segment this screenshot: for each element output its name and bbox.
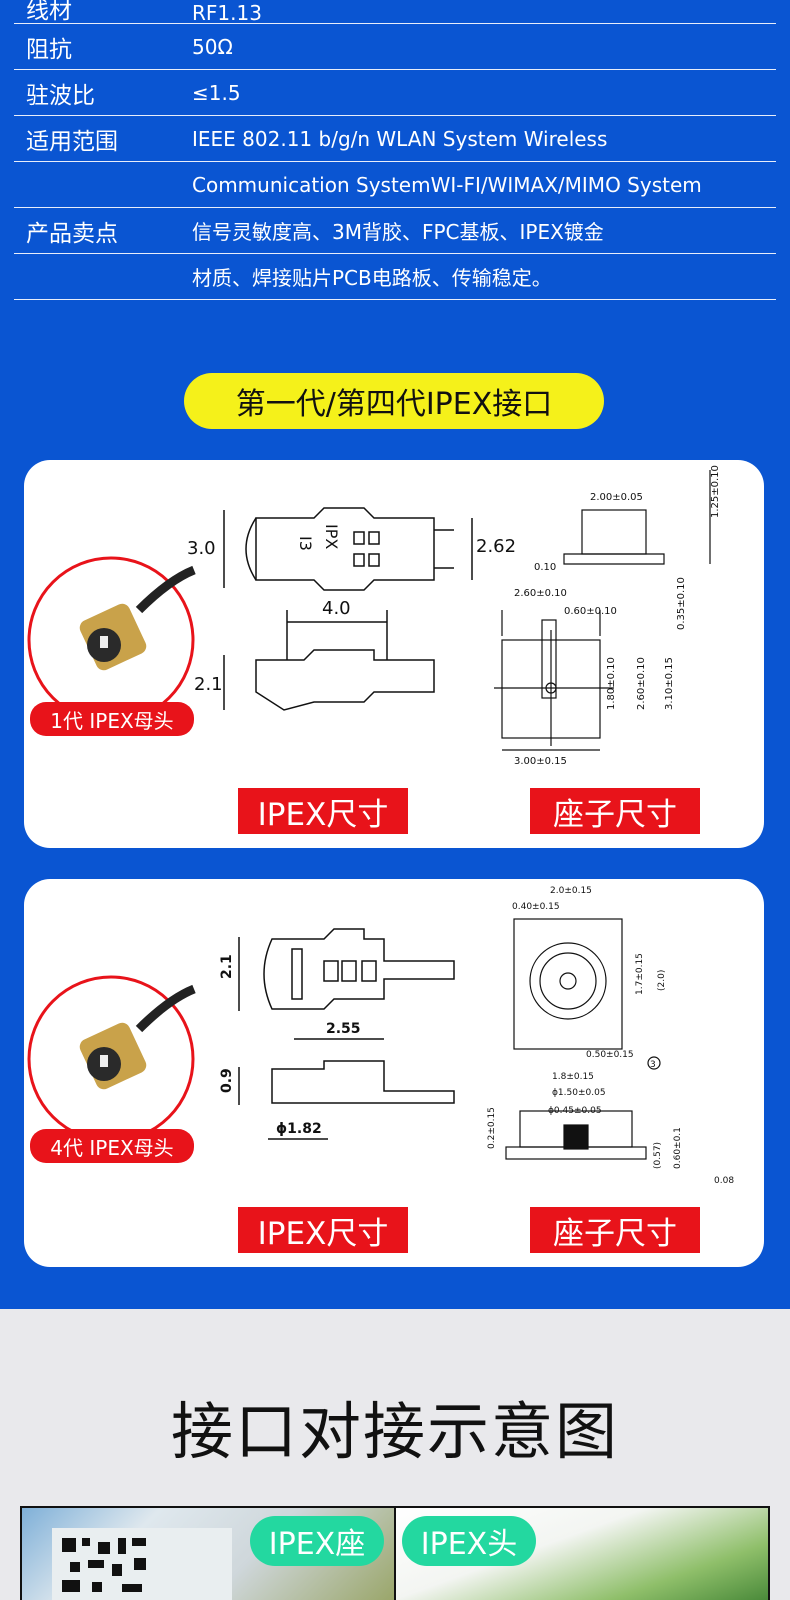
gen1-seat-size-label: 座子尺寸 xyxy=(530,788,700,834)
seat-dim-3: 0.10 xyxy=(534,562,556,573)
gen4-dim-h: 2.1 xyxy=(219,954,235,979)
gen4-seat-dim-7: ϕ1.50±0.05 xyxy=(552,1088,606,1098)
gen4-seat-size-label: 座子尺寸 xyxy=(530,1207,700,1253)
gen1-dim-w: 4.0 xyxy=(322,598,351,619)
spec-table: 线材 RF1.13 阻抗 50Ω 驻波比 ≤1.5 适用范围 IEEE 802.… xyxy=(14,0,776,300)
gen1-badge: 1代 IPEX母头 xyxy=(30,702,194,736)
spec-row: 驻波比 ≤1.5 xyxy=(14,70,776,116)
seat-dim-8: 2.60±0.10 xyxy=(636,657,647,710)
spec-value: ≤1.5 xyxy=(192,80,241,105)
spec-key: 产品卖点 xyxy=(26,220,118,247)
ipex-head-label: IPEX头 xyxy=(402,1516,536,1566)
gen4-seat-dim-9: 0.2±0.15 xyxy=(487,1107,497,1149)
gen4-seat-dim-2: 0.40±0.15 xyxy=(512,902,560,912)
gen4-seat-dim-6: 1.8±0.15 xyxy=(552,1072,594,1082)
interface-section: 接口对接示意图 IPEX座 IPEX头 xyxy=(0,1309,790,1600)
spec-row: 阻抗 50Ω xyxy=(14,24,776,70)
gen1-stamp: IPX xyxy=(322,524,341,549)
gen4-connector-photo xyxy=(27,975,196,1143)
ipex-seat-label: IPEX座 xyxy=(250,1516,384,1566)
gen4-ipex-drawing xyxy=(238,928,455,1140)
spec-row: 适用范围 IEEE 802.11 b/g/n WLAN System Wirel… xyxy=(14,116,776,162)
seat-dim-9: 3.10±0.15 xyxy=(664,657,675,710)
seat-dim-6: 0.35±0.10 xyxy=(676,577,687,630)
gen1-drawings: 3.0 2.62 4.0 2.1 IPX I3 2.00±0.05 1.25±0… xyxy=(27,465,721,767)
gen4-seat-dim-4: (2.0) xyxy=(657,970,667,991)
gen4-dim-d: ϕ1.82 xyxy=(276,1121,322,1137)
section-title-pill: 第一代/第四代IPEX接口 xyxy=(184,373,604,429)
spec-row: 线材 RF1.13 xyxy=(14,0,776,25)
spec-row: 产品卖点 信号灵敏度高、3M背胶、FPC基板、IPEX镀金 xyxy=(14,208,776,254)
gen4-badge: 4代 IPEX母头 xyxy=(30,1129,194,1163)
gen4-seat-dim-11: 0.60±0.1 xyxy=(673,1127,683,1169)
interface-photos: IPEX座 IPEX头 xyxy=(20,1506,770,1600)
spec-value: 材质、焊接贴片PCB电路板、传输稳定。 xyxy=(192,266,552,290)
gen1-dim-h: 3.0 xyxy=(187,538,216,559)
spec-row: Communication SystemWI-FI/WIMAX/MIMO Sys… xyxy=(14,162,776,208)
gen1-ipex-drawing xyxy=(223,507,473,711)
seat-dim-1: 2.00±0.05 xyxy=(590,492,643,503)
spec-row: 材质、焊接贴片PCB电路板、传输稳定。 xyxy=(14,254,776,300)
ipex-seat-photo: IPEX座 xyxy=(22,1508,394,1600)
gen4-seat-dim-12: 0.08 xyxy=(714,1176,734,1186)
gen4-seat-dim-5: 0.50±0.15 xyxy=(586,1050,634,1060)
spec-value: IEEE 802.11 b/g/n WLAN System Wireless xyxy=(192,126,608,151)
gen4-card: 2.1 2.55 0.9 ϕ1.82 2.0±0.15 0.40±0.15 1.… xyxy=(24,879,764,1267)
gen4-seat-dim-13: 3 xyxy=(650,1060,656,1070)
seat-dim-5: 0.60±0.10 xyxy=(564,606,617,617)
spec-key: 适用范围 xyxy=(26,128,118,155)
spec-key: 驻波比 xyxy=(26,82,95,109)
seat-dim-4: 2.60±0.10 xyxy=(514,588,567,599)
gen1-connector-photo xyxy=(27,556,196,724)
gen4-dim-h2: 0.9 xyxy=(219,1068,235,1093)
gen4-dim-w: 2.55 xyxy=(326,1021,361,1037)
gen1-dim-h2: 2.62 xyxy=(476,536,516,557)
gen1-ipex-size-label: IPEX尺寸 xyxy=(238,788,408,834)
gen4-seat-dim-3: 1.7±0.15 xyxy=(635,953,645,995)
spec-value: RF1.13 xyxy=(192,1,262,25)
spec-value: 信号灵敏度高、3M背胶、FPC基板、IPEX镀金 xyxy=(192,220,604,244)
seat-dim-10: 3.00±0.15 xyxy=(514,756,567,767)
gen4-seat-dim-1: 2.0±0.15 xyxy=(550,886,592,896)
seat-dim-7: 1.80±0.10 xyxy=(606,657,617,710)
qr-code-icon xyxy=(52,1528,232,1600)
spec-key: 线材 xyxy=(26,0,72,24)
ipex-head-photo: IPEX头 xyxy=(394,1508,768,1600)
gen4-seat-dim-8: ϕ0.45±0.05 xyxy=(548,1106,602,1116)
spec-key: 阻抗 xyxy=(26,36,72,63)
gen1-dim-h3: 2.1 xyxy=(194,674,223,695)
gen4-seat-drawing xyxy=(505,918,661,1160)
seat-dim-2: 1.25±0.10 xyxy=(710,465,721,518)
gen1-stamp2: I3 xyxy=(296,536,315,551)
spec-value: Communication SystemWI-FI/WIMAX/MIMO Sys… xyxy=(192,172,702,197)
gen1-card: 3.0 2.62 4.0 2.1 IPX I3 2.00±0.05 1.25±0… xyxy=(24,460,764,848)
spec-value: 50Ω xyxy=(192,34,233,59)
gen4-seat-dim-10: (0.57) xyxy=(653,1142,663,1169)
gen4-drawings: 2.1 2.55 0.9 ϕ1.82 2.0±0.15 0.40±0.15 1.… xyxy=(27,886,734,1186)
gen1-seat-drawing xyxy=(494,470,711,751)
gen4-ipex-size-label: IPEX尺寸 xyxy=(238,1207,408,1253)
interface-title: 接口对接示意图 xyxy=(170,1395,619,1468)
